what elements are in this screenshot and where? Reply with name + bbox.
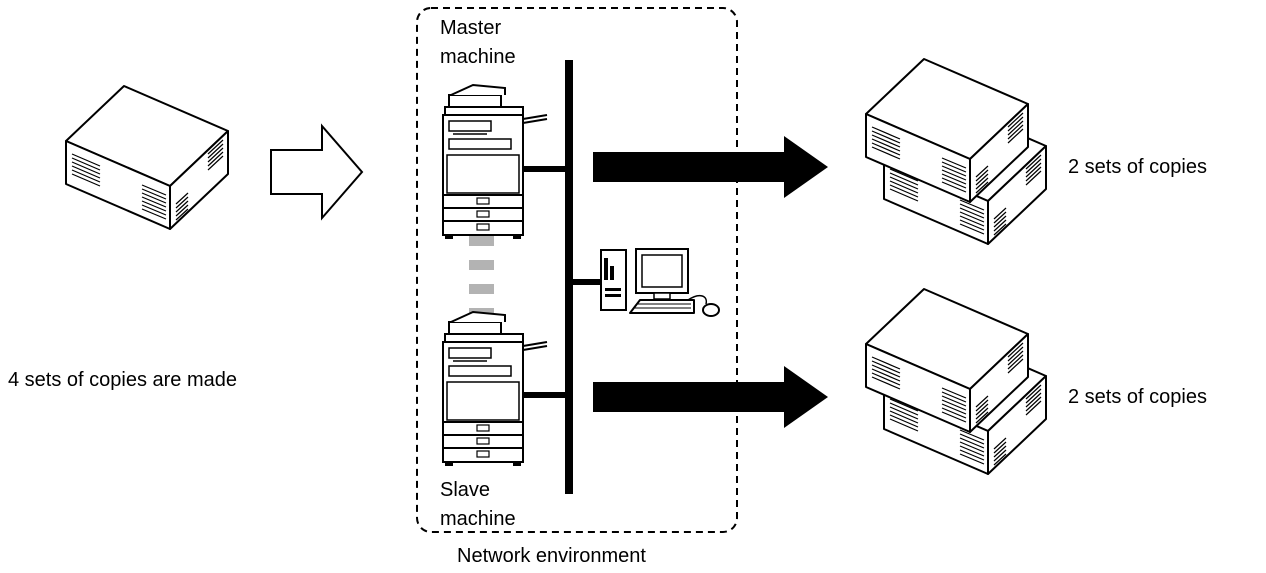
paper-stack-icon: [65, 85, 229, 230]
machine-link-dashes: [469, 236, 494, 318]
slave-connection: [522, 392, 568, 398]
network-environment-label: Network environment: [457, 545, 646, 567]
hollow-arrow-icon: [270, 123, 364, 221]
copier-icon: [442, 311, 548, 467]
copier-icon: [442, 84, 548, 240]
output-bottom-label: 2 sets of copies: [1068, 386, 1207, 408]
network-line: [565, 60, 573, 494]
solid-arrow-icon: [593, 136, 828, 198]
master-label-line1: Master: [440, 17, 502, 39]
master-label-line2: machine: [440, 46, 516, 68]
network-boundary: [416, 7, 738, 533]
solid-arrow-icon: [593, 366, 828, 428]
slave-label-line2: machine: [440, 508, 516, 530]
source-caption: 4 sets of copies are made: [8, 369, 238, 391]
computer-connection: [570, 279, 608, 285]
master-machine-label: Master machine: [440, 14, 516, 72]
master-connection: [522, 166, 568, 172]
slave-label-line1: Slave: [440, 479, 491, 501]
slave-machine-label: Slave machine: [440, 476, 516, 534]
desktop-computer-icon: [600, 248, 720, 317]
output-top-label: 2 sets of copies: [1068, 156, 1207, 178]
